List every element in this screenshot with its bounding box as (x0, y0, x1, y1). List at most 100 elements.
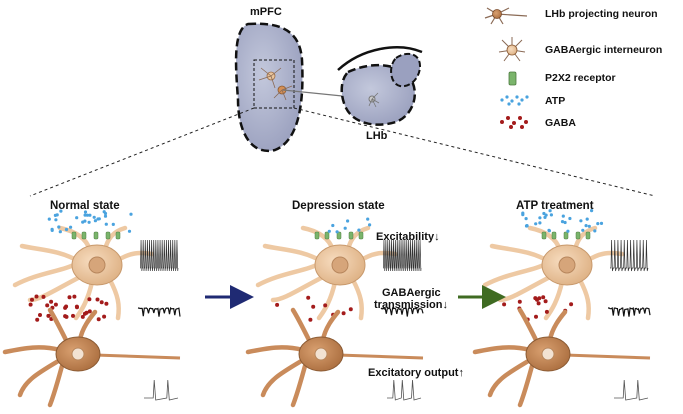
atp-dots-icon (500, 95, 529, 106)
gaba-dot (537, 296, 542, 301)
atp-dot (587, 224, 591, 228)
mpfc-region (234, 22, 304, 153)
output-trace (387, 379, 422, 401)
gaba-dot (64, 304, 69, 309)
projecting-axon (564, 353, 651, 360)
atp-dot (103, 211, 108, 216)
atp-dot (549, 213, 553, 217)
annotation-gaba-line2: transmission↓ (374, 299, 448, 311)
lhb-projecting-neuron (472, 307, 651, 408)
gabaergic-interneuron (482, 225, 625, 321)
gaba-dot (308, 317, 313, 322)
lhb-projecting-neuron (2, 307, 181, 408)
atp-dot (581, 228, 585, 232)
gaba-dot (323, 303, 328, 308)
gabaergic-interneuron (12, 225, 155, 321)
ipsc-trace (608, 306, 651, 317)
projecting-dendrite (290, 363, 308, 408)
gaba-dot (35, 317, 40, 322)
atp-dot (596, 222, 600, 226)
brain-schematic (29, 22, 656, 197)
atp-dot (579, 219, 583, 223)
atp-dot (561, 214, 565, 218)
interneuron-dendrite (543, 279, 565, 321)
atp-dot (366, 217, 370, 221)
atp-dots (521, 209, 604, 233)
atp-dot (566, 229, 570, 233)
gaba-dot (341, 311, 346, 316)
gaba-dots (275, 295, 353, 322)
projecting-nucleus (541, 347, 555, 361)
atp-dot (538, 216, 542, 220)
atp-dot (64, 227, 69, 232)
projecting-dendrite (320, 309, 341, 343)
atp-dot (542, 211, 546, 216)
atp-dot (92, 215, 96, 219)
interneuron-dendrite (577, 277, 591, 321)
legend-label-lhb-projecting-neuron: LHb projecting neuron (545, 8, 658, 20)
projecting-dendrite (2, 345, 63, 355)
lhb-projecting-neuron (245, 307, 424, 408)
interneuron-nucleus (88, 256, 106, 274)
annotation-gaba-line1: GABAergic (382, 287, 441, 299)
gaba-dot (87, 297, 92, 302)
legend (484, 7, 529, 129)
atp-dot (524, 217, 528, 221)
gaba-dot (104, 301, 109, 306)
output-trace (614, 379, 649, 401)
p2x2-receptor (358, 231, 364, 240)
gaba-dot (102, 314, 107, 319)
atp-dot (104, 222, 108, 226)
gaba-dot (45, 303, 50, 308)
gaba-dot (28, 302, 33, 307)
p2x2-receptor (81, 231, 87, 240)
atp-dot (368, 223, 372, 227)
atp-dots (47, 209, 133, 234)
panel-depression (245, 217, 424, 408)
atp-dot (343, 226, 347, 230)
projecting-nucleus (314, 347, 328, 361)
atp-dot (83, 213, 87, 217)
p2x2-receptor (115, 231, 121, 240)
p2x2-receptor (324, 231, 330, 240)
gaba-dot (80, 314, 85, 319)
lhb-label: LHb (366, 130, 388, 142)
atp-dot (129, 212, 133, 216)
gabaergic-interneuron-icon (498, 37, 526, 62)
interneuron-dendrite (489, 243, 553, 265)
gaba-dot (275, 302, 280, 307)
projecting-dendrite (47, 363, 65, 408)
gaba-dot (46, 313, 51, 318)
legend-label-p2x2-receptor: P2X2 receptor (545, 72, 616, 84)
atp-dot (97, 217, 101, 221)
projecting-dendrite (487, 357, 533, 398)
interneuron-dendrite (107, 277, 121, 321)
interneuron-dendrite (350, 277, 364, 321)
atp-dot (584, 224, 588, 228)
legend-label-gabaergic-interneuron: GABAergic interneuron (545, 44, 663, 56)
atp-dot (357, 228, 361, 232)
panel-atp (472, 209, 651, 408)
atp-dot (127, 229, 132, 233)
projecting-dendrite (260, 357, 306, 398)
p2x2-receptor-icon (508, 71, 517, 86)
atp-dot (534, 222, 538, 226)
ipsc-trace (380, 307, 424, 317)
projecting-dendrite (517, 307, 539, 343)
projecting-dendrite (472, 345, 533, 355)
interneuron-dendrite (19, 243, 83, 265)
atp-dot (547, 228, 551, 232)
gaba-dot (348, 307, 353, 312)
atp-dot (50, 228, 54, 232)
panels (2, 209, 651, 408)
panel-normal (2, 209, 181, 408)
atp-dot (58, 230, 62, 234)
p2x2-receptor (314, 231, 320, 240)
atp-dot (525, 224, 529, 228)
p2x2-receptor (348, 231, 354, 240)
atp-dot (54, 218, 58, 222)
atp-dot (548, 209, 552, 213)
panel-title-atp: ATP treatment (516, 200, 594, 212)
gaba-dot (536, 301, 541, 306)
